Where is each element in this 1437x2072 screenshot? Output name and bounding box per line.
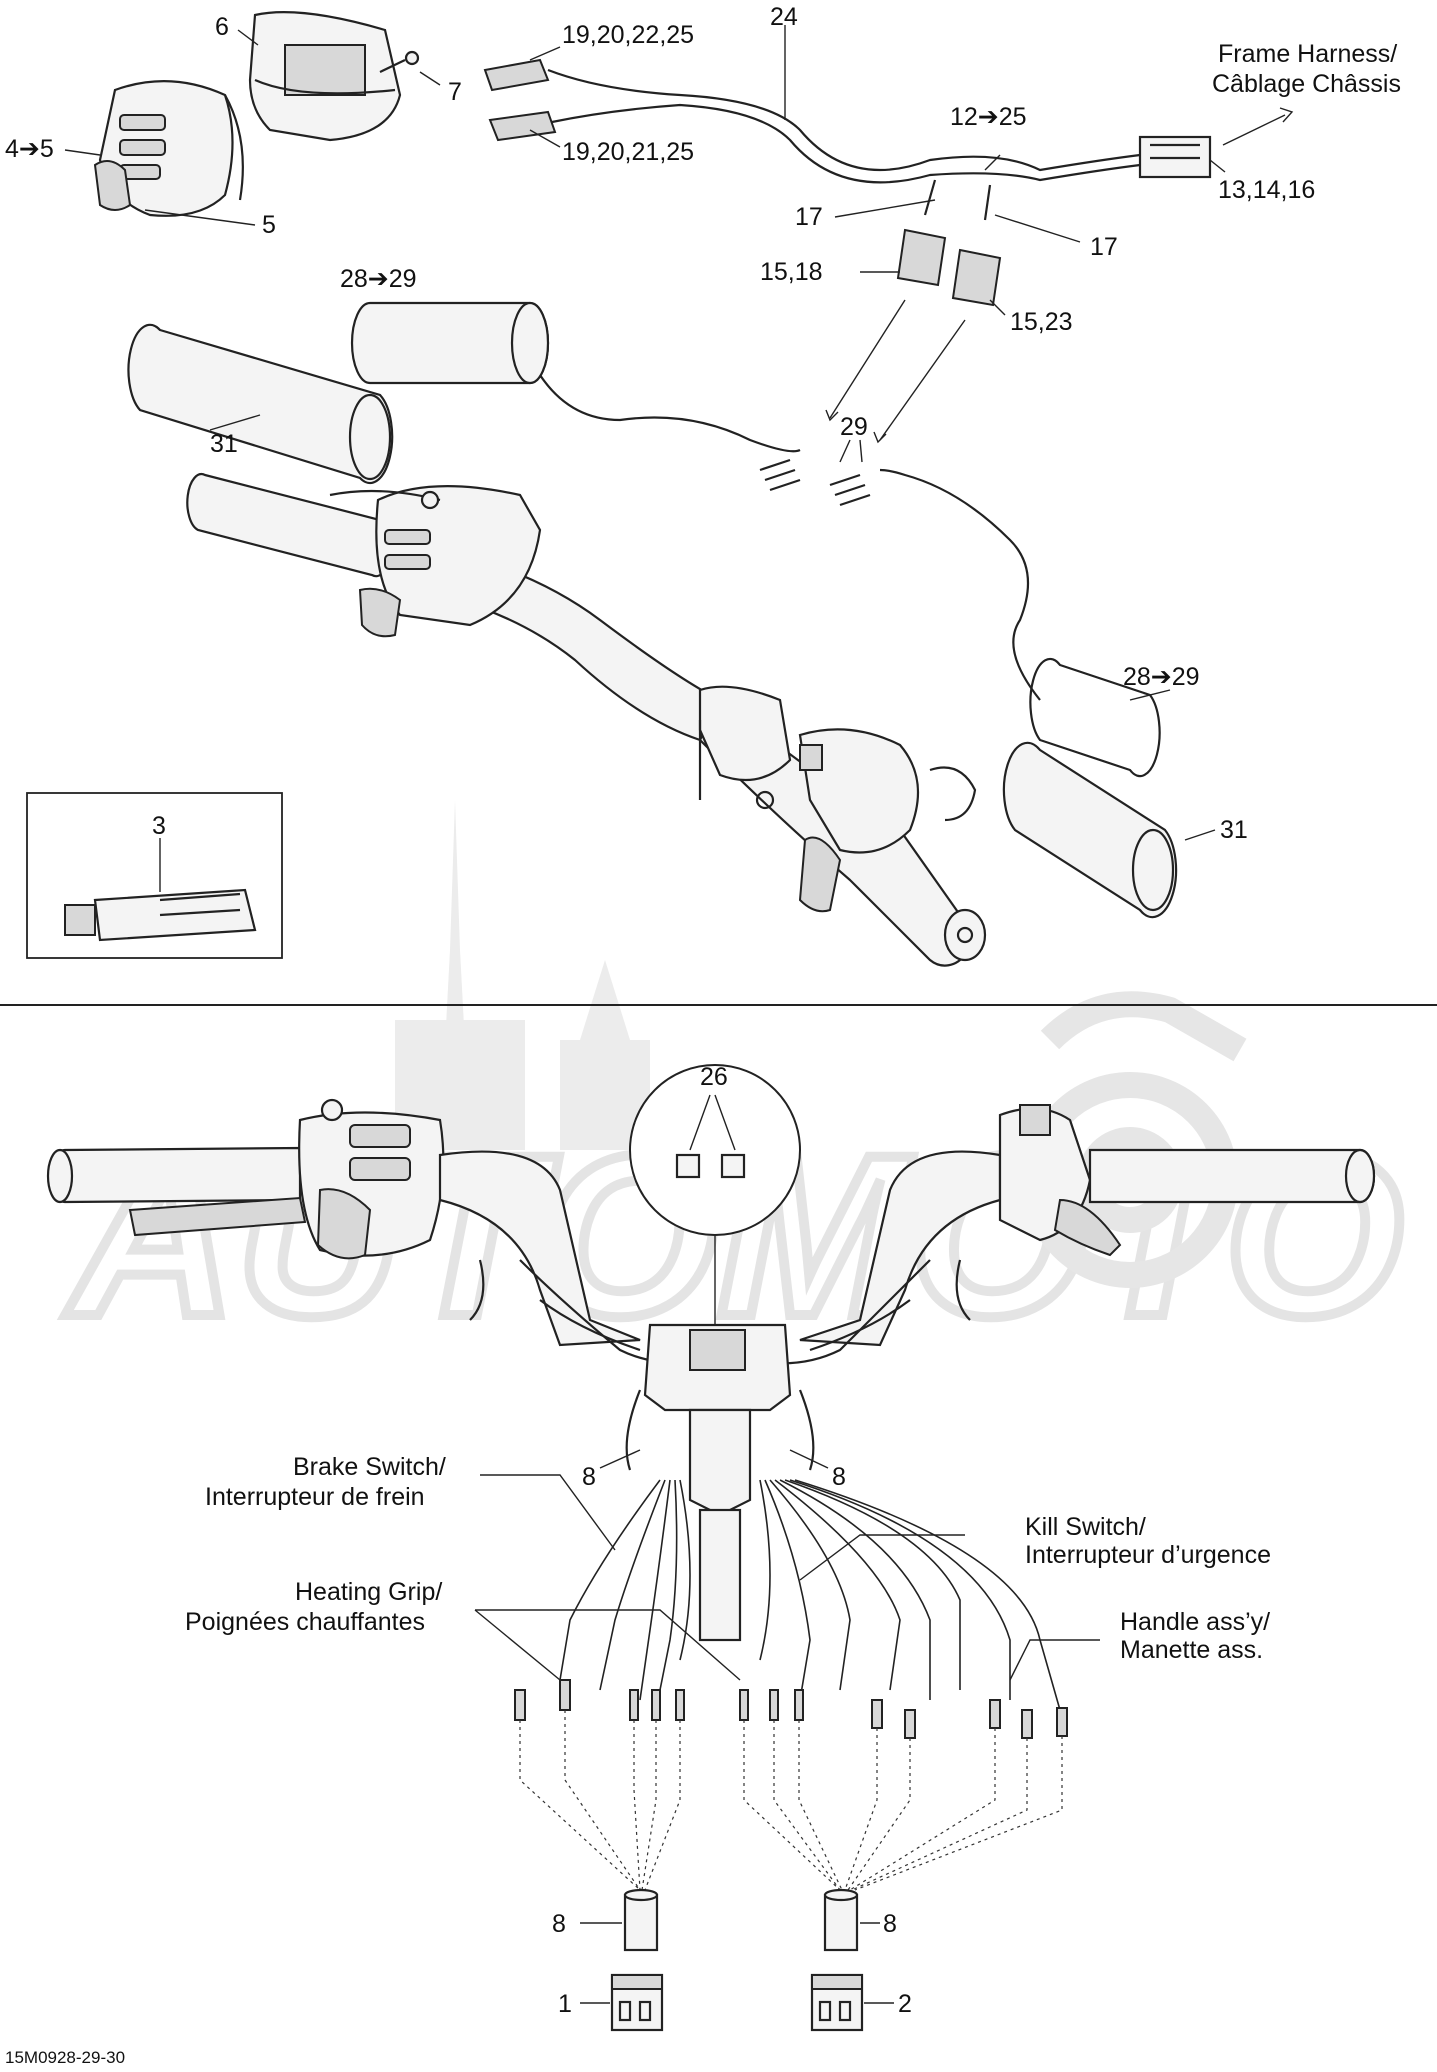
heating-grips	[127, 301, 1216, 919]
callout-8-lower-left: 8	[552, 1910, 566, 1938]
callout-29: 29	[840, 413, 868, 441]
callout-5: 5	[262, 211, 276, 239]
handle-assy-label-en: Handle ass’y/	[1120, 1608, 1270, 1636]
callout-8-upper-left: 8	[582, 1463, 596, 1491]
wiring-fan	[514, 1479, 1068, 1891]
callout-7: 7	[448, 78, 462, 106]
frame-harness-label-en: Frame Harness/	[1218, 40, 1397, 68]
handle-assy-label-fr: Manette ass.	[1120, 1636, 1263, 1664]
callout-15-23: 15,23	[1010, 308, 1073, 336]
callout-28-to-29-right: 28➔29	[1123, 663, 1200, 691]
pin-terminals	[759, 458, 871, 507]
callout-13-14-16: 13,14,16	[1218, 176, 1315, 204]
switch-housing-assembly	[64, 11, 441, 226]
callout-17-right: 17	[1090, 233, 1118, 261]
callout-1: 1	[558, 1990, 572, 2018]
callout-2: 2	[898, 1990, 912, 2018]
brake-switch-label-en: Brake Switch/	[293, 1453, 446, 1481]
handlebar-perspective	[186, 473, 987, 967]
callout-28-to-29-top: 28➔29	[340, 265, 417, 293]
kill-switch-label-fr: Interrupteur d’urgence	[1025, 1541, 1271, 1569]
diagram-reference-code: 15M0928-29-30	[5, 2048, 125, 2067]
callout-24: 24	[770, 3, 798, 31]
brake-switch-label-fr: Interrupteur de frein	[205, 1483, 425, 1511]
kill-switch-label-en: Kill Switch/	[1025, 1513, 1146, 1541]
callout-15-18: 15,18	[760, 258, 823, 286]
callout-12-to-25: 12➔25	[950, 103, 1027, 131]
callout-8-upper-right: 8	[832, 1463, 846, 1491]
handlebar-front-view	[46, 1098, 1376, 1642]
wiring-harness	[483, 25, 1294, 444]
callout-19-20-21-25: 19,20,21,25	[562, 138, 694, 166]
wire-terminals	[514, 1679, 1068, 1739]
heating-grip-label-fr: Poignées chauffantes	[185, 1608, 425, 1636]
callout-3: 3	[152, 812, 166, 840]
inset-detail-26	[629, 1064, 801, 1325]
callout-17-left: 17	[795, 203, 823, 231]
callout-31-left: 31	[210, 430, 238, 458]
heating-grip-label-en: Heating Grip/	[295, 1578, 442, 1606]
callout-8-lower-right: 8	[883, 1910, 897, 1938]
frame-harness-label-fr: Câblage Châssis	[1212, 70, 1401, 98]
upper-leaders	[474, 1449, 1100, 1681]
bottom-connectors	[580, 1888, 894, 2032]
callout-31-right: 31	[1220, 816, 1248, 844]
callout-4-to-5: 4➔5	[5, 135, 54, 163]
callout-6: 6	[215, 13, 229, 41]
sealant-tube-box	[26, 792, 283, 959]
callout-26: 26	[700, 1063, 728, 1091]
callout-19-20-22-25: 19,20,22,25	[562, 21, 694, 49]
